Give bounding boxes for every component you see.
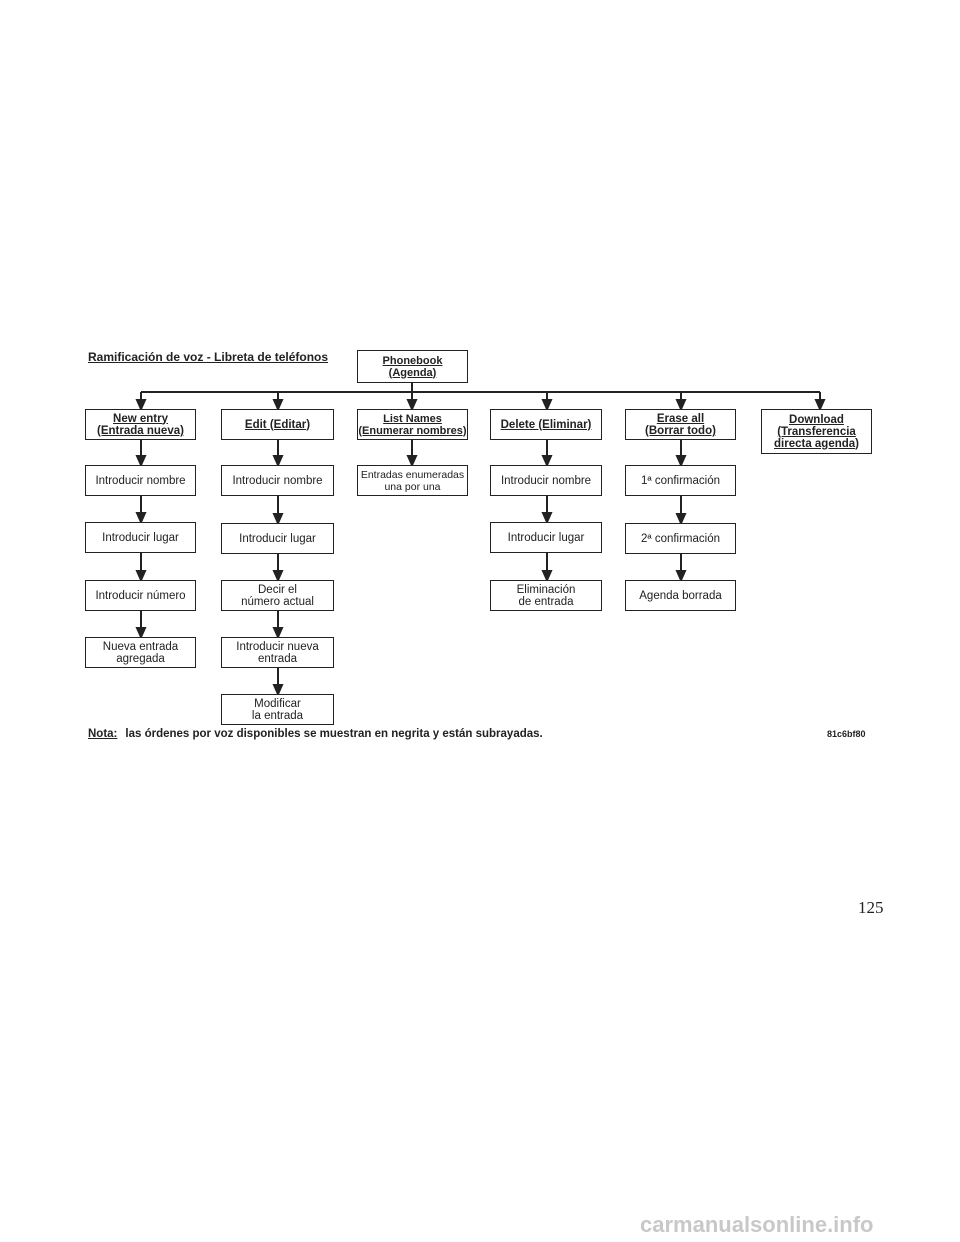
step-delete-2: Introducir lugar <box>490 522 602 553</box>
step-new-entry-4: Nueva entrada agregada <box>85 637 196 668</box>
command-erase-all: Erase all (Borrar todo) <box>625 409 736 440</box>
figure-code: 81c6bf80 <box>827 729 866 739</box>
step-label: Nueva entrada <box>102 640 179 653</box>
command-list-names: List Names (Enumerar nombres) <box>357 409 468 440</box>
step-new-entry-2: Introducir lugar <box>85 522 196 553</box>
phonebook-root-box: Phonebook (Agenda) <box>357 350 468 383</box>
step-label: Introducir lugar <box>239 532 316 545</box>
flow-arrow-c2-s5-head <box>272 684 284 697</box>
branch-arrow-4-head <box>541 399 553 412</box>
step-label: Introducir nombre <box>95 474 186 487</box>
step-erase-all-3: Agenda borrada <box>625 580 736 611</box>
flow-arrow-c2-s3-head <box>272 570 284 583</box>
page-number: 125 <box>858 898 884 917</box>
branch-arrow-1-head <box>135 399 147 412</box>
step-edit-5: Modificar la entrada <box>221 694 334 725</box>
flow-arrow-c5-s2-head <box>675 513 687 526</box>
step-label: Eliminación <box>516 583 576 596</box>
step-label: Agenda borrada <box>639 589 722 602</box>
step-erase-all-1: 1ª confirmación <box>625 465 736 496</box>
note-label: Nota: <box>88 728 118 740</box>
branch-arrow-6-head <box>814 399 826 412</box>
flow-arrow-c5-s3-head <box>675 570 687 583</box>
step-new-entry-1: Introducir nombre <box>85 465 196 496</box>
step-erase-all-2: 2ª confirmación <box>625 523 736 554</box>
connector-lines <box>135 383 826 697</box>
flow-arrow-c4-s2-head <box>541 512 553 525</box>
branch-arrow-3-head <box>406 399 418 412</box>
root-label-1: Phonebook <box>382 354 443 367</box>
step-label: Introducir lugar <box>102 531 179 544</box>
step-label: Introducir lugar <box>507 531 585 544</box>
flow-arrow-c1-s4-head <box>135 627 147 640</box>
diagram-title: Ramificación de voz - Libreta de teléfon… <box>88 350 329 364</box>
root-label-2: (Agenda) <box>388 366 437 379</box>
flow-arrow-c1-s3-head <box>135 570 147 583</box>
step-edit-3: Decir el número actual <box>221 580 334 611</box>
flow-arrow-c5-s1-head <box>675 455 687 468</box>
step-label: número actual <box>241 595 314 608</box>
step-edit-1: Introducir nombre <box>221 465 334 496</box>
command-erase-all-line2: (Borrar todo) <box>645 424 716 437</box>
command-delete: Delete (Eliminar) <box>490 409 602 440</box>
step-label: la entrada <box>251 709 304 722</box>
step-label: agregada <box>116 652 165 665</box>
branch-arrow-5-head <box>675 399 687 412</box>
command-new-entry-line2: (Entrada nueva) <box>97 424 184 437</box>
step-label: Introducir nombre <box>500 474 592 487</box>
step-label: Introducir nombre <box>232 474 323 487</box>
step-delete-3: Eliminación de entrada <box>490 580 602 611</box>
step-label: una por una <box>384 480 441 493</box>
flow-arrow-c2-s4-head <box>272 627 284 640</box>
flow-arrow-c2-s2-head <box>272 513 284 526</box>
branch-arrow-2-head <box>272 399 284 412</box>
command-list-names-line1: List Names <box>383 412 442 425</box>
flow-arrow-c2-s1-head <box>272 455 284 468</box>
step-label: Introducir número <box>95 589 186 602</box>
step-label: 2ª confirmación <box>640 532 721 545</box>
step-label: de entrada <box>518 595 574 608</box>
command-new-entry-line1: New entry <box>113 412 168 425</box>
command-download-line2: (Transferencia <box>777 425 856 438</box>
flow-arrow-c4-s1-head <box>541 455 553 468</box>
flow-arrow-c4-s3-head <box>541 570 553 583</box>
command-download-line3: directa agenda) <box>774 437 859 450</box>
command-download-line1: Download <box>789 413 844 426</box>
step-delete-1: Introducir nombre <box>490 465 602 496</box>
step-edit-2: Introducir lugar <box>221 523 334 554</box>
step-label: Entradas enumeradas <box>360 468 465 481</box>
note-text: las órdenes por voz disponibles se muest… <box>125 728 543 740</box>
command-edit-line1: Edit (Editar) <box>244 418 311 431</box>
command-delete-line1: Delete (Eliminar) <box>500 418 592 431</box>
watermark: carmanualsonline.info <box>640 1212 874 1237</box>
step-label: Decir el <box>258 583 297 596</box>
command-new-entry: New entry (Entrada nueva) <box>85 409 196 440</box>
command-erase-all-line1: Erase all <box>656 412 705 425</box>
command-list-names-line2: (Enumerar nombres) <box>358 424 467 437</box>
step-label: entrada <box>257 652 297 665</box>
command-edit: Edit (Editar) <box>221 409 334 440</box>
flow-arrow-c1-s2-head <box>135 512 147 525</box>
flow-arrow-c1-s1-head <box>135 455 147 468</box>
step-label: 1ª confirmación <box>640 474 721 487</box>
step-edit-4: Introducir nueva entrada <box>221 637 334 668</box>
step-list-names-1: Entradas enumeradas una por una <box>357 465 468 496</box>
step-new-entry-3: Introducir número <box>85 580 196 611</box>
step-label: Modificar <box>254 697 301 710</box>
command-download: Download (Transferencia directa agenda) <box>761 409 872 454</box>
step-label: Introducir nueva <box>236 640 319 653</box>
flow-arrow-c3-s1-head <box>406 455 418 468</box>
footnote: Nota: las órdenes por voz disponibles se … <box>88 728 543 740</box>
